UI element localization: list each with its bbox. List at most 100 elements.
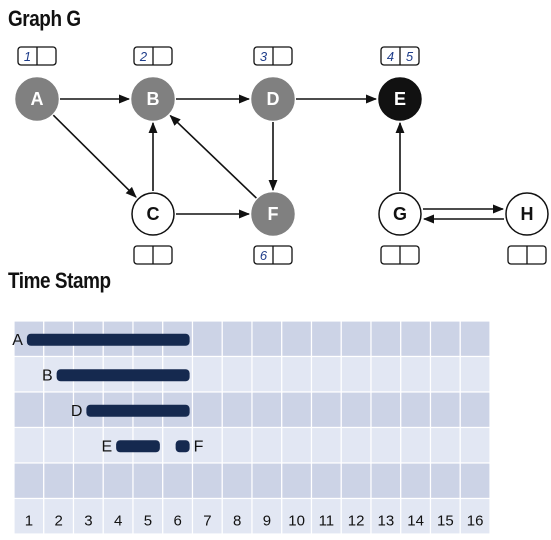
timeline-bar-e [116,440,160,453]
discover-time-b: 2 [139,49,148,64]
node-label-h: H [521,204,534,224]
timeline-grid-cell [370,355,402,393]
timeline-grid-cell [13,426,45,464]
timeline-grid-cell [429,426,461,464]
timeline-grid-cell [281,320,313,358]
timeline-grid-cell [162,462,194,500]
node-label-f: F [268,204,279,224]
timeline-label-f: F [194,438,204,455]
timeline-grid-cell [370,320,402,358]
timeline-grid-cell [400,462,432,500]
timeline-grid-cell [251,497,283,535]
timeline-tick-12: 12 [348,513,365,530]
timeline-grid-cell [281,355,313,393]
timeline-tick-8: 8 [233,513,241,530]
timeline-grid-cell [340,355,372,393]
timeline-grid-cell [400,426,432,464]
timeline-grid-cell [13,497,45,535]
timeline-grid-cell [251,426,283,464]
edge-a-c [52,114,137,198]
timeline-grid-cell [400,497,432,535]
timeline-grid-cell [281,391,313,429]
timeline-tick-2: 2 [54,513,62,530]
node-label-g: G [393,204,407,224]
timeline-grid-cell [72,426,104,464]
timeline-tick-11: 11 [319,513,335,530]
node-c [131,192,175,236]
node-label-b: B [147,89,160,109]
timeline-grid-cell [132,497,164,535]
timeline-grid-cell [459,462,491,500]
timeline-tick-1: 1 [25,513,33,530]
timeline-grid-cell [340,320,372,358]
timeline-grid-cell [13,355,45,393]
timeline-grid-cell [310,426,342,464]
timeline-grid-cell [251,462,283,500]
timeline-grid-cell [429,320,461,358]
node-f [251,192,295,236]
timeline-grid-cell [370,497,402,535]
timeline-tick-6: 6 [173,513,181,530]
timeline-grid-cell [310,391,342,429]
timeline-grid-cell [459,497,491,535]
graph-title: Graph G [8,6,81,31]
timeline-grid-cell [310,320,342,358]
timeline-grid-cell [340,426,372,464]
timeline-grid-cell [102,497,134,535]
edge-f-b [169,114,257,199]
timeline-grid-cell [221,426,253,464]
timeline-grid-cell [459,391,491,429]
timeline-grid-cell [43,462,75,500]
timeline-tick-16: 16 [467,513,484,530]
timeline-grid-cell [370,391,402,429]
timeline-grid-cell [429,462,461,500]
timeline-grid-cell [429,497,461,535]
timeline-tick-5: 5 [144,513,152,530]
timeline-grid-cell [400,391,432,429]
timeline-grid-cell [340,391,372,429]
node-h [505,192,549,236]
timeline-grid-cell [400,320,432,358]
node-a [15,77,59,121]
node-d [251,77,295,121]
timeline-grid-cell [310,462,342,500]
timeline-grid-cell [459,320,491,358]
timeline-grid-cell [281,462,313,500]
timeline-grid-cell [429,391,461,429]
timeline-grid-cell [191,497,223,535]
timeline-tick-10: 10 [288,513,305,530]
discover-time-f: 6 [260,248,268,263]
timeline-grid-cell [459,355,491,393]
timeline-tick-7: 7 [203,513,211,530]
timeline-grid-cell [370,462,402,500]
finish-time-e: 5 [406,49,414,64]
timeline-grid-cell [13,462,45,500]
node-label-d: D [267,89,280,109]
node-b [131,77,175,121]
timeline-grid-cell [43,391,75,429]
timeline-grid-cell [429,355,461,393]
timeline-grid-cell [400,355,432,393]
timeline-label-b: B [42,367,53,384]
timeline-grid-cell [191,320,223,358]
discover-time-d: 3 [260,49,268,64]
timeline-grid-cell [221,320,253,358]
node-label-c: C [147,204,160,224]
timeline-grid-cell [221,462,253,500]
timeline-grid-cell [191,391,223,429]
timeline-grid-cell [132,462,164,500]
timeline-tick-13: 13 [378,513,395,530]
timeline-tick-14: 14 [407,513,424,530]
timeline-grid-cell [102,462,134,500]
timeline-grid-cell [310,497,342,535]
timeline-tick-3: 3 [84,513,92,530]
timeline-tick-9: 9 [263,513,271,530]
timeline-grid-cell [281,426,313,464]
timeline-grid-cell [251,320,283,358]
node-label-e: E [394,89,406,109]
timeline-label-a: A [12,332,23,349]
timeline-grid-cell [370,426,402,464]
timeline-grid-cell [221,391,253,429]
